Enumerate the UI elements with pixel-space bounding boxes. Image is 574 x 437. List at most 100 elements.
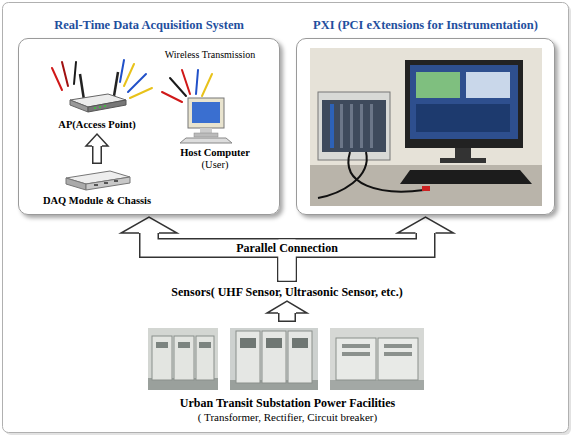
arrow-shaft <box>92 146 102 164</box>
substation-photo <box>152 336 172 380</box>
node-text: Sensors( UHF Sensor, Ultrasonic Sensor, … <box>171 285 402 299</box>
substation-photo <box>156 342 168 348</box>
node-subtext: ( Transformer, Rectifier, Circuit breake… <box>198 411 377 424</box>
substation-photo <box>330 380 424 390</box>
substation-photo <box>384 344 412 348</box>
outer-frame <box>3 3 572 436</box>
substation-photo <box>384 352 412 356</box>
hollow-arrow <box>86 134 108 164</box>
pxi-photo <box>440 158 486 163</box>
label-holder: Parallel Connection <box>233 241 341 255</box>
computer-icon <box>194 133 218 137</box>
sensor-node: Sensors( UHF Sensor, Ultrasonic Sensor, … <box>169 284 405 299</box>
pxi-photo <box>360 104 363 148</box>
signal-lines <box>170 78 186 96</box>
outer-frame <box>3 3 569 433</box>
pxi-photo <box>310 48 542 206</box>
daq-icon <box>94 184 98 186</box>
label-holder: Wireless Transmission <box>165 49 255 61</box>
signal-lines <box>120 60 124 82</box>
connection-label: Parallel Connection <box>233 241 341 255</box>
pxi-photo <box>310 165 542 206</box>
panel: Real-Time Data Acquisition SystemAP(Acce… <box>18 12 280 215</box>
substation-photo <box>196 336 214 380</box>
router-icon <box>99 106 101 108</box>
daq-icon <box>104 182 108 184</box>
link-label: Wireless Transmission <box>165 49 255 61</box>
signal-lines <box>130 88 152 98</box>
access-point-node: AP(Access Point) <box>50 62 144 132</box>
computer-icon <box>180 98 232 143</box>
host-computer-node: Host Computer(User) <box>163 82 267 172</box>
substation-photo <box>148 328 218 390</box>
computer-icon <box>188 98 224 128</box>
arrow-interior <box>94 146 101 163</box>
substation-photo <box>178 342 190 348</box>
daq-icon <box>86 177 130 190</box>
panel: PXI (PCI eXtensions for Instrumentation) <box>296 12 555 215</box>
router-icon <box>104 105 106 107</box>
computer-icon <box>180 138 232 143</box>
daq-icon <box>114 180 118 182</box>
facility-node: Urban Transit Substation Power Facilitie… <box>140 324 435 424</box>
signal-lines <box>202 74 212 96</box>
signal-lines <box>162 92 182 102</box>
signal-lines <box>62 62 68 86</box>
substation-photo <box>342 344 370 348</box>
pxi-photo <box>340 104 343 148</box>
daq-icon <box>66 178 86 190</box>
pxi-photo <box>318 152 367 198</box>
node-subtext: (User) <box>202 159 229 172</box>
signal-lines <box>124 64 134 86</box>
signal-lines <box>74 62 76 84</box>
pxi-photo <box>330 104 334 148</box>
arrow-head <box>267 301 307 313</box>
pxi-photo <box>416 104 510 132</box>
router-icon <box>88 100 126 112</box>
router-icon <box>80 74 84 100</box>
substation-photo <box>148 328 424 390</box>
daq-module-node: DAQ Module & Chassis <box>38 166 156 208</box>
daq-icon <box>66 171 130 190</box>
pxi-photo <box>400 170 532 184</box>
panel-frame <box>296 38 555 215</box>
arrow-head <box>86 134 108 146</box>
pxi-photo <box>422 186 430 191</box>
substation-photo <box>199 342 211 348</box>
hollow-arrow <box>267 301 307 322</box>
pxi-photo <box>310 48 542 206</box>
substation-photo <box>230 328 318 390</box>
router-icon <box>114 72 118 96</box>
pxi-photo <box>466 72 510 98</box>
pxi-photo <box>348 152 424 192</box>
signal-lines <box>182 70 190 94</box>
substation-photo <box>288 331 312 383</box>
pxi-photo <box>318 92 390 160</box>
node-text: AP(Access Point) <box>58 119 135 132</box>
substation-photo <box>240 338 256 348</box>
signal-lines <box>52 60 212 102</box>
pxi-photo <box>405 60 523 148</box>
arrow-interior <box>280 313 295 321</box>
substation-photo <box>342 352 370 356</box>
substation-photo <box>262 331 286 383</box>
router-icon <box>94 107 96 109</box>
pxi-photo <box>410 65 518 139</box>
router-icon <box>70 72 126 112</box>
node-text: Urban Transit Substation Power Facilitie… <box>180 396 395 410</box>
arrow-shaft <box>278 313 296 322</box>
arrow-head <box>121 217 177 233</box>
substation-photo <box>174 336 194 380</box>
pxi-photo <box>322 100 386 152</box>
node-text: PXI (PCI eXtensions for Instrumentation) <box>313 12 538 38</box>
signal-lines <box>196 70 198 94</box>
node-text: Real-Time Data Acquisition System <box>54 12 244 38</box>
computer-icon <box>192 102 220 123</box>
pxi-photo <box>370 104 373 148</box>
node-text: Host Computer <box>180 147 250 160</box>
node-text: DAQ Module & Chassis <box>43 195 151 208</box>
signal-lines <box>52 68 62 90</box>
substation-photo <box>266 338 282 348</box>
panel-frame <box>18 38 280 215</box>
